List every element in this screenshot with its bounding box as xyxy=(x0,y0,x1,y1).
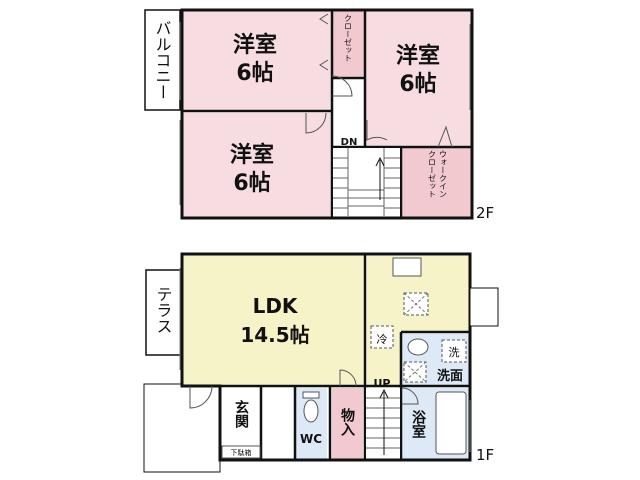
storage xyxy=(332,388,363,459)
bath-label: 浴室 xyxy=(410,409,426,438)
terrace-label: テラス xyxy=(154,286,173,334)
shoe-box xyxy=(221,445,261,459)
balcony xyxy=(144,9,181,111)
entrance-label: 玄関 xyxy=(233,399,249,429)
toilet-icon xyxy=(303,399,319,423)
stair-up-arrow-icon xyxy=(379,388,389,455)
terrace xyxy=(145,269,182,356)
stair-arrow-icon xyxy=(375,156,385,200)
stair-up-label: UP xyxy=(374,377,391,390)
washer-label: 洗 xyxy=(449,346,460,359)
wic-label-line2: クローゼット xyxy=(428,150,437,198)
bathtub-icon xyxy=(435,391,467,455)
kitchen-sink xyxy=(392,257,422,277)
floor-2f-label: 2F xyxy=(476,204,494,222)
shoe-box-label: 下駄箱 xyxy=(231,448,252,457)
washbasin-icon xyxy=(407,338,429,356)
storage-label: 物入 xyxy=(339,407,355,436)
wc xyxy=(296,388,327,459)
ldk-name: LDK xyxy=(253,294,299,318)
washroom-label: 洗面 xyxy=(437,368,463,384)
ldk-size: 14.5帖 xyxy=(240,323,309,347)
stairs-2f xyxy=(333,148,400,217)
room-c-size: 6帖 xyxy=(233,171,270,196)
floor-1f-label: 1F xyxy=(476,446,494,464)
fridge-space xyxy=(370,325,394,349)
closet xyxy=(333,11,364,77)
fridge-label: 冷 xyxy=(377,333,388,346)
room-b-name: 洋室 xyxy=(396,43,440,69)
room-a xyxy=(183,11,331,110)
porch xyxy=(143,383,221,473)
wc-label: WC xyxy=(300,432,322,446)
bay-window xyxy=(469,287,499,327)
stairs-1f xyxy=(366,388,400,459)
floor-2f: バルコニー xyxy=(144,8,494,222)
floor-1f: テラス xyxy=(143,252,499,473)
room-a-size: 6帖 xyxy=(236,61,273,86)
room-c-name: 洋室 xyxy=(230,142,274,168)
closet-label: クローゼット xyxy=(344,14,353,62)
ldk xyxy=(183,255,364,385)
room-b-size: 6帖 xyxy=(399,72,436,97)
kitchen xyxy=(367,256,469,386)
stair-dn-label: DN xyxy=(341,137,358,148)
room-b xyxy=(366,11,471,146)
walk-in-closet xyxy=(402,148,471,217)
room-a-name: 洋室 xyxy=(233,32,277,58)
wic-label-line1: ウォークイン xyxy=(439,150,448,198)
balcony-label: バルコニー xyxy=(153,20,172,100)
washer-space xyxy=(441,339,467,363)
